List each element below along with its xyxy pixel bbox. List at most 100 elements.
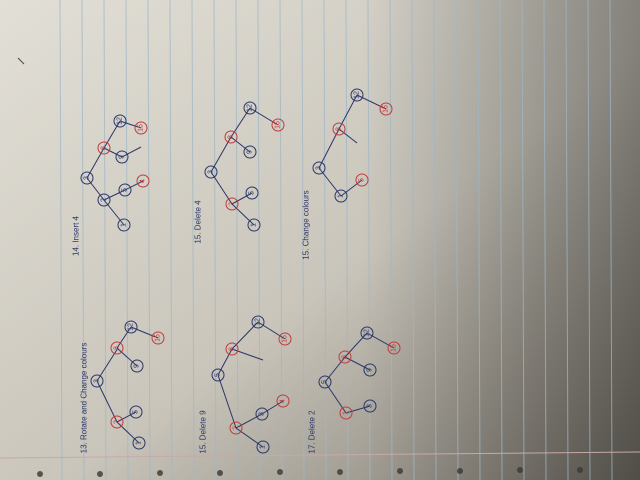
tree-step-15c: 3 8 12 1 5 15 15. Change colours bbox=[302, 88, 393, 260]
node: 12 bbox=[360, 326, 374, 340]
svg-text:12: 12 bbox=[247, 104, 254, 112]
node: 1 bbox=[339, 406, 353, 420]
node: 5 bbox=[211, 368, 225, 382]
svg-text:8: 8 bbox=[101, 146, 108, 150]
svg-text:2: 2 bbox=[233, 426, 240, 430]
node: 8 bbox=[225, 342, 239, 356]
svg-text:1: 1 bbox=[260, 445, 267, 449]
svg-text:5: 5 bbox=[322, 380, 329, 384]
svg-text:9: 9 bbox=[247, 150, 254, 154]
node: 8 bbox=[97, 141, 111, 155]
node: 15 bbox=[387, 341, 401, 355]
node: 9 bbox=[243, 145, 257, 159]
svg-text:8: 8 bbox=[228, 135, 235, 139]
node: 15 bbox=[278, 332, 292, 346]
svg-text:2: 2 bbox=[114, 420, 121, 424]
node: 15 bbox=[379, 102, 393, 116]
node: 3 bbox=[363, 399, 377, 413]
svg-text:1: 1 bbox=[338, 194, 345, 198]
node: 2 bbox=[225, 197, 239, 211]
node: 15 bbox=[134, 121, 148, 135]
svg-text:2: 2 bbox=[101, 198, 108, 202]
node: 5 bbox=[355, 173, 369, 187]
svg-text:15: 15 bbox=[391, 344, 398, 352]
svg-text:5: 5 bbox=[133, 410, 140, 414]
svg-text:8: 8 bbox=[342, 355, 349, 359]
node: 12 bbox=[243, 101, 257, 115]
node: 12 bbox=[350, 88, 364, 102]
svg-text:9: 9 bbox=[119, 155, 126, 159]
node: 8 bbox=[332, 122, 346, 136]
svg-text:5: 5 bbox=[215, 373, 222, 377]
node: 5 bbox=[118, 183, 132, 197]
svg-text:15: 15 bbox=[138, 124, 145, 132]
tree-step-14: 3 8 12 1 2 5 9 15 4 14. Insert 4 bbox=[72, 114, 150, 256]
node: 1 bbox=[247, 218, 261, 232]
node: 3 bbox=[80, 171, 94, 185]
svg-text:12: 12 bbox=[354, 91, 361, 99]
svg-text:8: 8 bbox=[336, 127, 343, 131]
svg-text:12: 12 bbox=[128, 323, 135, 331]
node: 1 bbox=[334, 189, 348, 203]
svg-text:2: 2 bbox=[229, 202, 236, 206]
svg-text:3: 3 bbox=[208, 170, 215, 174]
svg-text:1: 1 bbox=[121, 223, 128, 227]
node: 15 bbox=[271, 118, 285, 132]
node: 3 bbox=[312, 161, 326, 175]
svg-text:4: 4 bbox=[280, 399, 287, 403]
node: 3 bbox=[90, 374, 104, 388]
node: 12 bbox=[251, 315, 265, 329]
node: 2 bbox=[229, 421, 243, 435]
step-label: 13. Rotate and Change colours bbox=[80, 343, 89, 454]
tree-step-15b: 3 8 12 2 1 5 9 15 15. Delete 4 bbox=[194, 101, 285, 244]
svg-text:12: 12 bbox=[364, 329, 371, 337]
svg-text:3: 3 bbox=[84, 176, 91, 180]
node: 9 bbox=[363, 363, 377, 377]
node: 1 bbox=[132, 436, 146, 450]
node: 9 bbox=[130, 359, 144, 373]
node: 8 bbox=[224, 130, 238, 144]
svg-text:9: 9 bbox=[367, 368, 374, 372]
node: 3 bbox=[255, 407, 269, 421]
node: 8 bbox=[110, 341, 124, 355]
svg-text:3: 3 bbox=[259, 412, 266, 416]
spiral-holes bbox=[37, 467, 583, 477]
svg-text:1: 1 bbox=[251, 223, 258, 227]
node: 1 bbox=[117, 218, 131, 232]
node: 9 bbox=[115, 150, 129, 164]
svg-text:8: 8 bbox=[229, 347, 236, 351]
step-label: 15. Delete 9 bbox=[199, 410, 208, 454]
svg-text:1: 1 bbox=[136, 441, 143, 445]
node: 4 bbox=[276, 394, 290, 408]
step-label: 17. Delete 2 bbox=[308, 410, 317, 454]
ruled-lines bbox=[59, 0, 613, 480]
margin-line bbox=[0, 451, 640, 459]
svg-text:1: 1 bbox=[343, 411, 350, 415]
node: 5 bbox=[129, 405, 143, 419]
step-label: 15. Change colours bbox=[302, 190, 311, 259]
svg-text:8: 8 bbox=[114, 346, 121, 350]
step-label: 14. Insert 4 bbox=[72, 215, 81, 256]
node: 15 bbox=[151, 331, 165, 345]
svg-text:4: 4 bbox=[140, 179, 147, 183]
svg-text:5: 5 bbox=[359, 178, 366, 182]
svg-text:15: 15 bbox=[383, 105, 390, 113]
svg-text:3: 3 bbox=[367, 404, 374, 408]
node: 1 bbox=[256, 440, 270, 454]
step-label: 15. Delete 4 bbox=[194, 200, 203, 244]
node: 12 bbox=[113, 114, 127, 128]
svg-text:15: 15 bbox=[282, 335, 289, 343]
node: 2 bbox=[110, 415, 124, 429]
node: 12 bbox=[124, 320, 138, 334]
svg-text:3: 3 bbox=[94, 379, 101, 383]
node: 2 bbox=[97, 193, 111, 207]
svg-text:5: 5 bbox=[249, 191, 256, 195]
tree-step-15a: 5 8 12 2 1 3 4 15 15. Delete 9 bbox=[199, 315, 292, 454]
svg-text:15: 15 bbox=[155, 334, 162, 342]
node: 5 bbox=[318, 375, 332, 389]
svg-text:5: 5 bbox=[122, 188, 129, 192]
svg-text:12: 12 bbox=[117, 117, 124, 125]
node: 4 bbox=[136, 174, 150, 188]
